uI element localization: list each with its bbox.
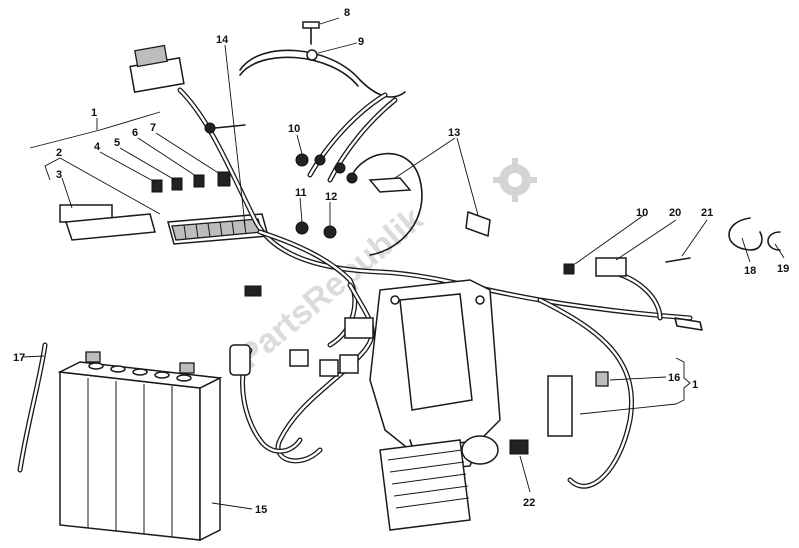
- harness-connectors: [229, 285, 703, 377]
- callout-16: 16: [668, 372, 680, 384]
- battery-cables: [307, 92, 423, 256]
- fuse-box-cover: [59, 204, 156, 241]
- brackets: [368, 177, 491, 238]
- callout-18: 18: [744, 265, 756, 277]
- callout-22: 22: [523, 497, 535, 509]
- fuses: [151, 171, 231, 193]
- battery-tray-frame: [369, 279, 501, 471]
- battery-cells: [88, 362, 192, 382]
- callout-1-top: 1: [91, 107, 97, 119]
- callout-17: 17: [13, 352, 25, 364]
- regulator: [379, 439, 471, 531]
- screw-14: [204, 122, 246, 134]
- battery: [57, 351, 223, 542]
- callout-1-right: 1: [692, 379, 698, 391]
- callout-3: 3: [56, 169, 62, 181]
- callout-20: 20: [669, 207, 681, 219]
- callout-8: 8: [344, 7, 350, 19]
- callout-4: 4: [94, 141, 101, 153]
- callout-14: 14: [216, 34, 229, 46]
- callout-2: 2: [56, 147, 62, 159]
- screw-21: [665, 257, 691, 263]
- callout-13: 13: [448, 127, 460, 139]
- callout-15: 15: [255, 504, 267, 516]
- multi-connector: [129, 44, 185, 94]
- relay-20: [563, 257, 627, 277]
- callout-5: 5: [114, 137, 120, 149]
- bolt-8: [302, 21, 320, 45]
- nuts: [295, 153, 337, 239]
- connector-22: [509, 439, 529, 455]
- callouts: 1 2 3 4 5 6 7 8 9 10 11 12 13 14 15 16 1: [13, 7, 789, 516]
- callout-11: 11: [295, 187, 307, 199]
- clamps: [728, 217, 781, 251]
- ground-cable: [239, 49, 406, 98]
- callout-6: 6: [132, 127, 138, 139]
- gear-icon: [493, 158, 537, 202]
- callout-10-left: 10: [288, 123, 300, 135]
- callout-19: 19: [777, 263, 789, 275]
- callout-10-right: 10: [636, 207, 648, 219]
- fuse-box: [167, 213, 269, 245]
- callout-9: 9: [358, 36, 364, 48]
- callout-12: 12: [325, 191, 337, 203]
- callout-21: 21: [701, 207, 713, 219]
- callout-7: 7: [150, 122, 156, 134]
- starter-solenoid: [461, 435, 499, 465]
- connector-16: [547, 371, 609, 437]
